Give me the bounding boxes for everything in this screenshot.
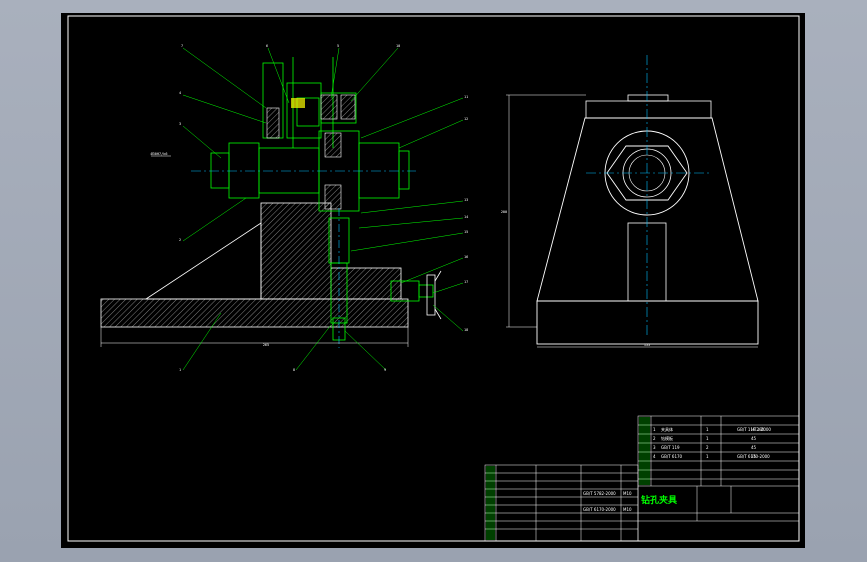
bom-item-no: 3 [653, 445, 656, 450]
bom-item-qty: 1 [706, 427, 709, 432]
dim-width-side: 155 [644, 343, 650, 347]
balloon: 1 [179, 368, 181, 372]
rib [144, 222, 262, 300]
balloon: 9 [384, 368, 386, 372]
balloon: 17 [464, 280, 468, 284]
balloon: 4 [179, 91, 181, 95]
balloon: 15 [464, 230, 468, 234]
bom-item-name: GB/T 119 [661, 445, 680, 450]
dim-shaft-label: Ø30H7/k6 [151, 151, 168, 156]
balloon: 14 [464, 215, 468, 219]
balloon: 13 [464, 198, 468, 202]
balloon: 6 [266, 44, 268, 48]
section-view: 265 Ø30H7/k6 7 6 5 10 [100, 44, 468, 372]
bom-small-text: GB/T 5782-2000 M10 GB/T 6170-2000 M10 [583, 491, 632, 512]
bom-item-name: 夹具体 [661, 426, 673, 432]
top-plate [585, 100, 712, 119]
std-a: GB/T 119.1-2000 [737, 427, 771, 432]
balloon: 11 [464, 95, 468, 99]
bom-small-std: GB/T 5782-2000 [583, 491, 616, 496]
drawing-title: 钻孔夹具 [641, 494, 677, 506]
dim-height: 200 [501, 210, 507, 214]
std-b: GB/T 6170-2000 [737, 454, 770, 459]
bom-item-qty: 1 [706, 454, 709, 459]
leader-lines [182, 47, 464, 371]
cad-drawing: 265 Ø30H7/k6 7 6 5 10 [67, 15, 800, 542]
handle [426, 270, 442, 320]
balloon-labels: 7 6 5 10 11 12 4 3 2 13 14 15 16 17 18 1… [179, 44, 468, 372]
balloon: 5 [337, 44, 339, 48]
title-block [484, 415, 800, 542]
dimensions [100, 155, 409, 347]
bom-item-name: 钻模板 [661, 435, 673, 441]
right-block [330, 267, 402, 300]
drawing-border [67, 15, 800, 542]
column [260, 202, 332, 300]
balloon: 18 [464, 328, 468, 332]
drawing-canvas: 265 Ø30H7/k6 7 6 5 10 [61, 13, 805, 548]
bom-item-mat: 45 [751, 436, 757, 441]
title-block-accent [486, 417, 650, 540]
shaft-hatch [324, 132, 342, 210]
bom-item-mat: 35 [751, 454, 757, 459]
bom-item-qty: 2 [706, 445, 709, 450]
bom-large-text: 1 夹具体 1 HT200 2 钻模板 1 45 3 GB/T 119 2 45… [653, 426, 771, 459]
bom-item-name: GB/T 6170 [661, 454, 683, 459]
balloon: 8 [293, 368, 295, 372]
bom-item-no: 1 [653, 427, 656, 432]
bom-item-qty: 1 [706, 436, 709, 441]
base [536, 300, 759, 345]
bom-item-mat: HT200 [751, 427, 765, 432]
bom-small-std: GB/T 6170-2000 [583, 507, 616, 512]
shaft [210, 130, 410, 212]
bom-small-size: M10 [623, 491, 632, 496]
top-clamp-hatch [266, 94, 356, 139]
bom-item-no: 2 [653, 436, 656, 441]
dim-width-bottom: 265 [263, 343, 269, 347]
balloon: 7 [181, 44, 183, 48]
bom-item-mat: 45 [751, 445, 757, 450]
balloon: 16 [464, 255, 468, 259]
body-trapezoid [536, 117, 759, 302]
side-screw [390, 280, 434, 302]
balloon: 12 [464, 117, 468, 121]
bushing-marker [291, 98, 305, 108]
top-boss [627, 94, 669, 102]
balloon: 10 [396, 44, 400, 48]
side-view: 200 155 [501, 55, 759, 348]
balloon: 2 [179, 238, 181, 242]
bom-small-size: M10 [623, 507, 632, 512]
side-dimensions [506, 94, 758, 348]
base-plate [100, 298, 409, 328]
balloon: 3 [179, 122, 181, 126]
bom-item-no: 4 [653, 454, 656, 459]
